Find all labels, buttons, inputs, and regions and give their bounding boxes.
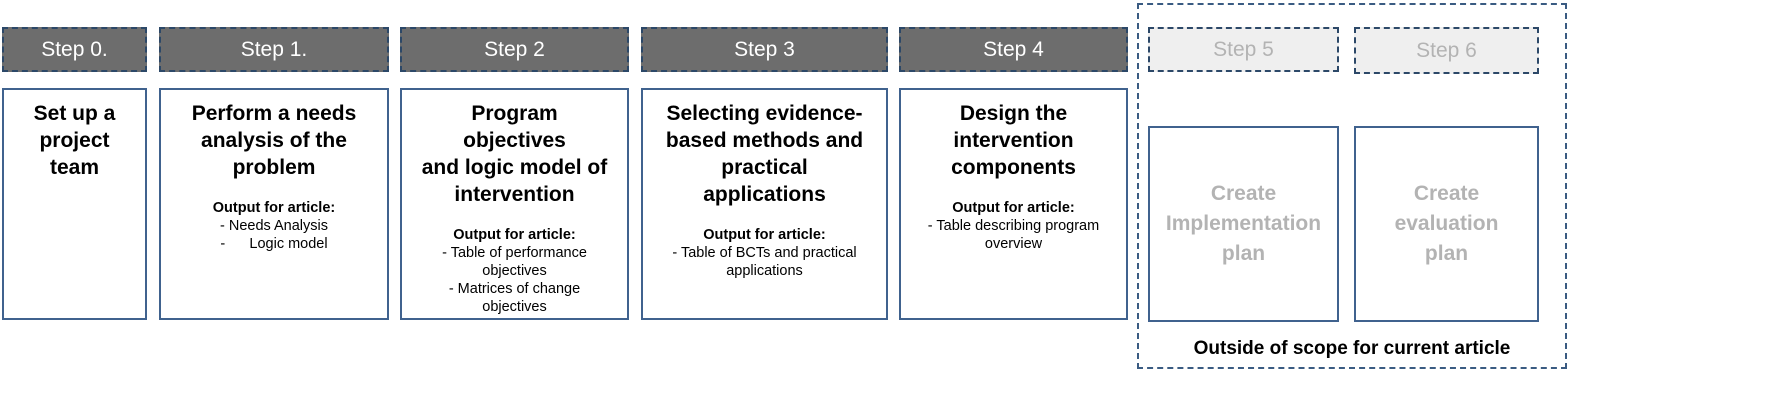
step-5-header: Step 5	[1148, 27, 1339, 72]
output-item: applications	[726, 263, 803, 279]
step-4-output-heading: Output for article:	[952, 200, 1075, 216]
step-3-header: Step 3	[641, 27, 888, 72]
step-2-title: Program objectives and logic model of in…	[418, 100, 611, 208]
output-item: objectives	[482, 263, 547, 279]
title-line: plan	[1424, 242, 1469, 265]
title-line: plan	[1221, 242, 1266, 265]
step-1-title: Perform a needs analysis of the problem	[177, 100, 371, 181]
title-line: intervention	[454, 183, 575, 206]
title-line: Program objectives	[463, 102, 566, 152]
step-0-header: Step 0.	[2, 27, 147, 72]
title-line: Create	[1413, 182, 1480, 205]
title-line: Create	[1210, 182, 1277, 205]
title-line: team	[49, 156, 100, 179]
output-item: - Table of performance	[442, 245, 587, 261]
step-3-output-heading: Output for article:	[703, 227, 826, 243]
step-0-box: Set up a project team	[2, 88, 147, 320]
step-4-header: Step 4	[899, 27, 1128, 72]
title-line: evaluation	[1394, 212, 1499, 235]
out-of-scope-label: Outside of scope for current article	[1193, 338, 1511, 359]
title-line: based methods and	[665, 129, 864, 152]
step-4-title: Design the intervention components	[917, 100, 1110, 181]
output-item: - Logic model	[220, 236, 328, 252]
title-line: problem	[232, 156, 316, 179]
step-6-header: Step 6	[1354, 27, 1539, 74]
out-of-scope-region	[1137, 3, 1567, 369]
title-line: Design the	[959, 102, 1068, 125]
title-line: Perform a needs	[191, 102, 357, 125]
title-line: Set up a	[33, 102, 116, 125]
output-item: - Matrices of change	[448, 281, 581, 297]
title-line: practical applications	[703, 156, 826, 206]
step-1-header: Step 1.	[159, 27, 389, 72]
title-line: Implementation	[1165, 212, 1322, 235]
output-item: objectives	[482, 299, 547, 315]
output-item: - Table of BCTs and practical	[672, 245, 857, 261]
step-0-title: Set up a project team	[20, 100, 129, 181]
step-2-output-heading: Output for article:	[453, 227, 576, 243]
title-line: intervention	[953, 129, 1074, 152]
output-item: - Needs Analysis	[220, 218, 328, 234]
title-line: components	[951, 156, 1076, 179]
title-line: and logic model of	[421, 156, 608, 179]
step-1-output-heading: Output for article:	[212, 200, 336, 216]
step-6-box: Create evaluation plan	[1354, 126, 1539, 322]
step-6-title: Create evaluation plan	[1395, 179, 1499, 269]
title-line: analysis of the	[201, 129, 347, 152]
title-line: project	[39, 129, 110, 152]
title-line: Selecting evidence-	[666, 102, 863, 125]
step-2-box: Program objectives and logic model of in…	[400, 88, 629, 320]
output-item: overview	[984, 236, 1043, 252]
step-3-title: Selecting evidence- based methods and pr…	[659, 100, 870, 208]
step-5-title: Create Implementation plan	[1166, 179, 1321, 269]
step-2-header: Step 2	[400, 27, 629, 72]
step-3-box: Selecting evidence- based methods and pr…	[641, 88, 888, 320]
output-item: - Table describing program	[927, 218, 1100, 234]
step-1-box: Perform a needs analysis of the problem …	[159, 88, 389, 320]
step-4-box: Design the intervention components Outpu…	[899, 88, 1128, 320]
step-5-box: Create Implementation plan	[1148, 126, 1339, 322]
